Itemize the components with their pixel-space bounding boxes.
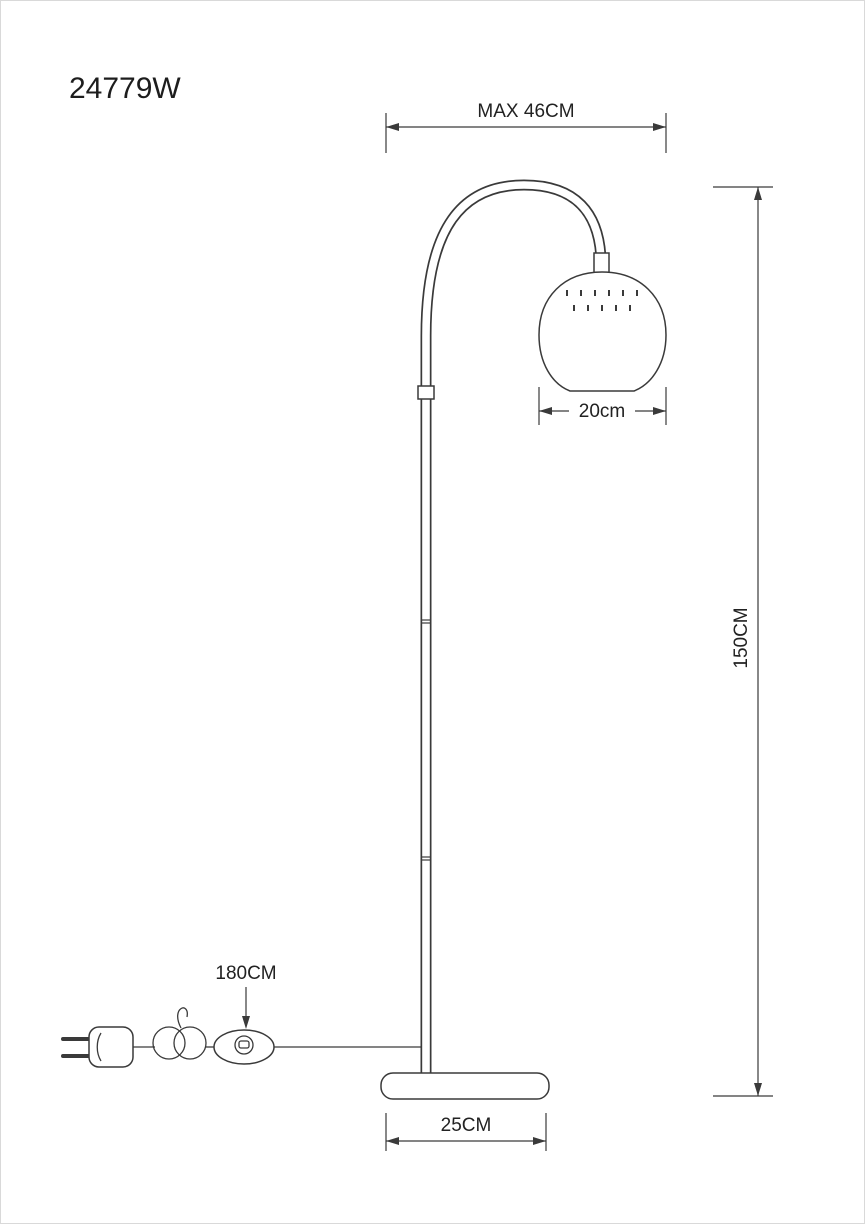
- shade-stem: [593, 252, 610, 274]
- dimension-shade-diameter-label: 20cm: [579, 401, 625, 422]
- dimension-arm-reach: MAX 46CM: [385, 101, 667, 153]
- power-plug: [61, 1026, 134, 1068]
- lamp-pole-and-arc: [417, 179, 607, 1075]
- floor-lamp: [380, 179, 667, 1100]
- dimension-cable-length: 180CM: [215, 963, 277, 1029]
- dimension-base-diameter: 25CM: [385, 1113, 547, 1151]
- product-code: 24779W: [69, 72, 181, 105]
- shade-vent-holes: [566, 290, 638, 311]
- power-cord-assembly: [61, 1007, 421, 1068]
- dimension-shade-diameter: 20cm: [538, 387, 667, 425]
- dimension-height: 150CM: [713, 186, 773, 1097]
- dimension-base-diameter-label: 25CM: [441, 1115, 492, 1136]
- cable-coil: [152, 1007, 207, 1060]
- dimension-arm-reach-label: MAX 46CM: [477, 101, 574, 122]
- dimension-cable-length-label: 180CM: [215, 963, 276, 984]
- pole-coupling: [417, 385, 435, 400]
- dimension-height-label: 150CM: [731, 607, 752, 668]
- lamp-base: [380, 1072, 550, 1100]
- lamp-shade: [538, 271, 667, 392]
- foot-switch: [213, 1029, 275, 1065]
